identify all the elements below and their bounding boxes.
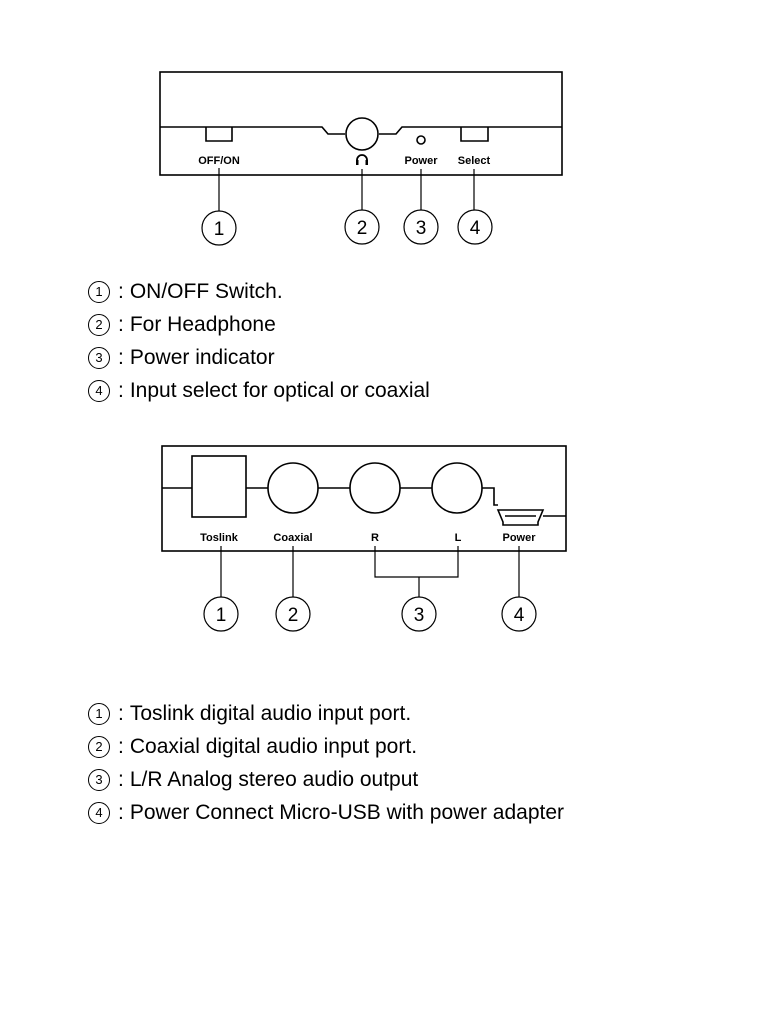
rear-legend-text-1: Toslink digital audio input port.	[129, 702, 412, 725]
front-legend-num-1: 1	[88, 281, 110, 303]
label-rear-power: Power	[502, 532, 536, 544]
front-legend-item-2: 2:For Headphone	[88, 313, 276, 337]
rear-legend-item-1: 1:Toslink digital audio input port.	[88, 702, 411, 726]
front-panel	[159, 71, 563, 176]
label-coaxial: Coaxial	[273, 532, 312, 544]
toslink-port	[191, 455, 247, 518]
front-panel-seam-left	[160, 126, 345, 135]
rear-legend-num-4: 4	[88, 802, 110, 824]
r-jack	[349, 462, 401, 514]
rear-legend-item-2: 2:Coaxial digital audio input port.	[88, 735, 417, 759]
rear-panel	[161, 445, 567, 552]
rear-callout-4-label: 4	[514, 605, 525, 626]
off-on-switch	[205, 127, 233, 142]
front-legend-text-2: For Headphone	[129, 313, 276, 336]
legend-separator: :	[118, 702, 124, 725]
front-legend-num-4: 4	[88, 380, 110, 402]
rear-callout-2	[275, 596, 311, 632]
legend-separator: :	[118, 280, 124, 303]
legend-separator: :	[118, 768, 124, 791]
label-select: Select	[458, 155, 491, 167]
label-toslink: Toslink	[200, 532, 239, 544]
rear-callout-1	[203, 596, 239, 632]
l-jack	[431, 462, 483, 514]
rear-legend-item-4: 4:Power Connect Micro-USB with power ada…	[88, 801, 564, 825]
front-legend-item-4: 4:Input select for optical or coaxial	[88, 379, 430, 403]
front-callout-4-label: 4	[470, 218, 481, 239]
rear-legend-num-2: 2	[88, 736, 110, 758]
power-led	[416, 135, 426, 145]
rear-legend-text-3: L/R Analog stereo audio output	[129, 768, 419, 791]
label-r: R	[371, 532, 379, 544]
legend-separator: :	[118, 801, 124, 824]
rear-legend-num-1: 1	[88, 703, 110, 725]
headphone-icon	[356, 154, 368, 165]
front-panel-body	[159, 71, 563, 176]
front-leader-lines	[218, 168, 475, 211]
front-callout-3-label: 3	[416, 218, 427, 239]
label-l: L	[455, 532, 462, 544]
front-legend-item-1: 1:ON/OFF Switch.	[88, 280, 283, 304]
coaxial-jack	[267, 462, 319, 514]
rear-legend-item-3: 3:L/R Analog stereo audio output	[88, 768, 418, 792]
front-callout-2-label: 2	[357, 218, 368, 239]
rear-legend-text-4: Power Connect Micro-USB with power adapt…	[129, 801, 565, 824]
front-legend-num-2: 2	[88, 314, 110, 336]
legend-separator: :	[118, 379, 124, 402]
headphone-jack	[345, 117, 379, 151]
front-legend-num-3: 3	[88, 347, 110, 369]
front-callout-4	[457, 209, 493, 245]
front-callout-2	[344, 209, 380, 245]
rear-legend-num-3: 3	[88, 769, 110, 791]
rear-callout-3-label: 3	[414, 605, 425, 626]
micro-usb-port	[496, 509, 545, 526]
rear-callout-1-label: 1	[216, 605, 227, 626]
rear-leader-lines	[220, 546, 520, 597]
rear-legend-text-2: Coaxial digital audio input port.	[129, 735, 418, 758]
legend-separator: :	[118, 313, 124, 336]
legend-separator: :	[118, 735, 124, 758]
rear-callout-4	[501, 596, 537, 632]
front-panel-seam-right	[379, 126, 562, 135]
front-legend-text-1: ON/OFF Switch.	[129, 280, 283, 303]
rear-panel-body	[161, 445, 567, 552]
front-callout-1-label: 1	[214, 219, 225, 240]
front-legend-text-3: Power indicator	[129, 346, 275, 369]
select-button	[460, 127, 489, 142]
rear-callout-3	[401, 596, 437, 632]
front-callout-3	[403, 209, 439, 245]
front-legend-item-3: 3:Power indicator	[88, 346, 275, 370]
front-callout-1	[201, 210, 237, 246]
rear-callout-2-label: 2	[288, 605, 299, 626]
legend-separator: :	[118, 346, 124, 369]
label-off-on: OFF/ON	[198, 155, 240, 167]
label-power: Power	[404, 155, 438, 167]
front-legend-text-4: Input select for optical or coaxial	[129, 379, 430, 402]
